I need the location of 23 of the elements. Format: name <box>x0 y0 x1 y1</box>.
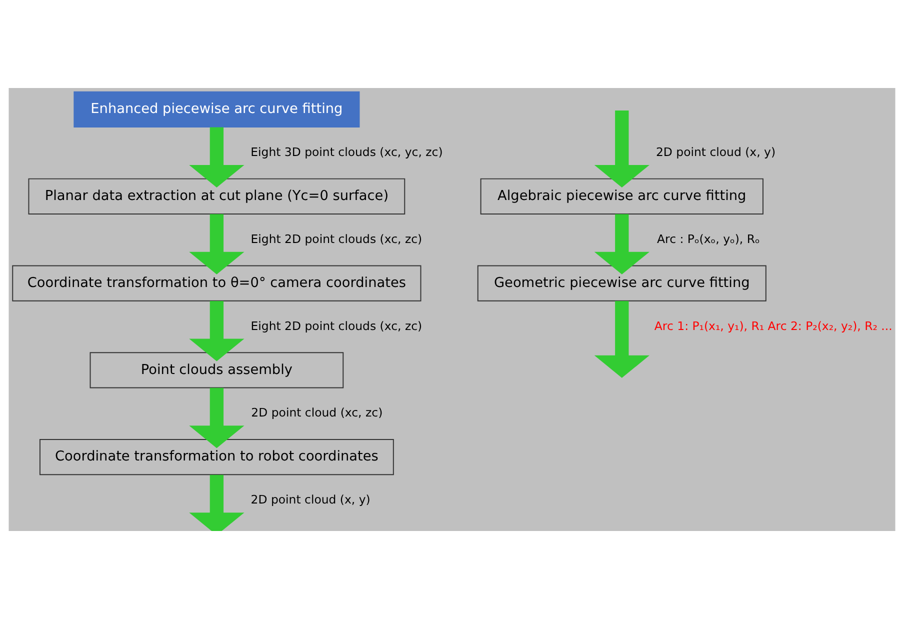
edge-label: 2D point cloud (x, y) <box>656 144 776 159</box>
edge-label: Eight 2D point clouds (xc, zc) <box>250 318 422 333</box>
edge-label: Arc 1: P₁(x₁, y₁), R₁ Arc 2: P₂(x₂, y₂), R₂ ... <box>654 318 892 333</box>
edge-label: 2D point cloud (xc, zc) <box>251 406 383 420</box>
node-box: Point clouds assembly <box>90 352 344 388</box>
arrow <box>594 214 650 274</box>
arrow <box>189 474 244 531</box>
edge-label: Arc : Pₒ(xₒ, yₒ), Rₒ <box>657 232 760 246</box>
node-box: Geometric piecewise arc curve fitting <box>477 265 766 302</box>
edge-label: Eight 2D point clouds (xc, zc) <box>250 232 422 246</box>
arrow <box>189 214 244 274</box>
arrow <box>594 301 650 378</box>
edge-label: Eight 3D point clouds (xc, yc, zc) <box>250 144 443 159</box>
node-box: Coordinate transformation to robot coordinates <box>39 439 394 476</box>
arrow <box>189 388 244 448</box>
node-box: Algebraic piecewise arc curve fitting <box>480 178 764 214</box>
node-box: Coordinate transformation to θ=0° camera coordinates <box>12 265 422 302</box>
node-box: Planar data extraction at cut plane (Yc=0 surface) <box>28 178 406 214</box>
arrow <box>189 301 244 362</box>
arrow <box>189 127 244 188</box>
edge-label: 2D point cloud (x, y) <box>250 492 370 507</box>
arrow <box>594 110 650 188</box>
node-box: Enhanced piecewise arc curve fitting <box>74 91 360 128</box>
